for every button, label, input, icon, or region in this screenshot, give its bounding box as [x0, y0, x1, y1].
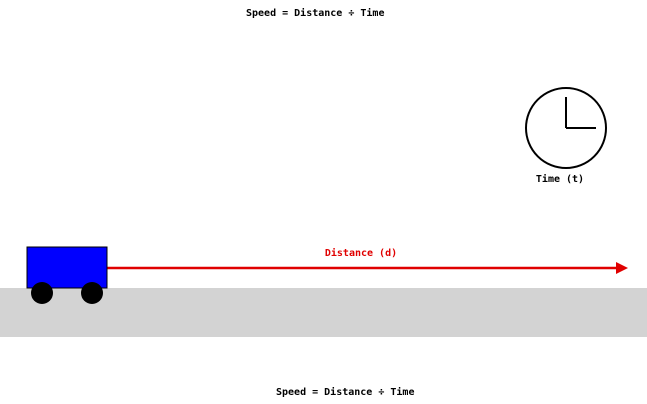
distance-arrow	[107, 262, 628, 274]
cart-wheel-front	[31, 282, 53, 304]
ground	[0, 288, 647, 337]
cart	[26, 246, 108, 304]
clock-icon	[525, 87, 607, 169]
cart-wheel-rear	[81, 282, 103, 304]
clock-label: Time (t)	[536, 173, 584, 185]
cart-body	[26, 246, 108, 289]
distance-label: Distance (d)	[325, 247, 397, 259]
bottom-caption: Speed = Distance ÷ Time	[276, 387, 415, 398]
top-caption: Speed = Distance ÷ Time	[246, 8, 385, 19]
